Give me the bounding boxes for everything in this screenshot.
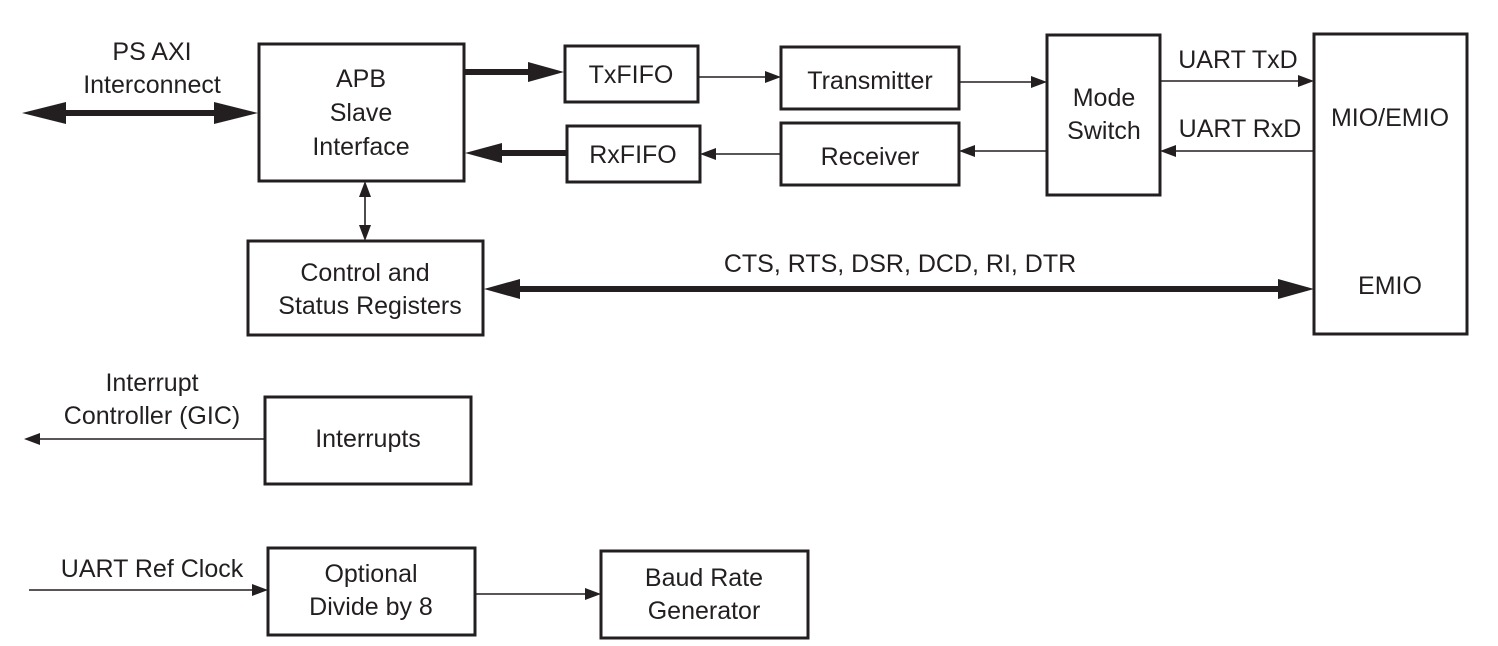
- apb-label-line1: APB: [336, 65, 386, 93]
- rxfifo-block: RxFIFO: [565, 124, 702, 184]
- txfifo-label: TxFIFO: [589, 61, 674, 89]
- gic-label-line1: Interrupt: [105, 369, 198, 397]
- uart-rxd-label: UART RxD: [1179, 115, 1302, 143]
- receiver-label: Receiver: [821, 143, 920, 171]
- gic-label-line2: Controller (GIC): [64, 402, 240, 430]
- control-status-registers-block: Control and Status Registers: [246, 239, 485, 337]
- ps-axi-bidirectional-arrow: [22, 102, 258, 124]
- mio-emio-block: MIO/EMIO EMIO: [1312, 32, 1469, 336]
- apb-slave-interface-block: APB Slave Interface: [257, 42, 466, 183]
- baud-rate-generator-block: Baud Rate Generator: [599, 549, 810, 640]
- mode-switch-label-line2: Switch: [1067, 117, 1141, 145]
- baud-label-line1: Baud Rate: [645, 564, 763, 592]
- ref-clock-arrow: [29, 584, 268, 596]
- optional-divide-block: Optional Divide by 8: [266, 546, 477, 637]
- ref-clock-label: UART Ref Clock: [61, 555, 244, 583]
- divide-label-line2: Divide by 8: [309, 593, 433, 621]
- ps-axi-label-line1: PS AXI: [112, 38, 191, 66]
- transmitter-to-mode-switch-arrow: [959, 76, 1047, 88]
- mio-emio-label: MIO/EMIO: [1331, 104, 1449, 132]
- mode-switch-label-line1: Mode: [1073, 84, 1136, 112]
- csr-label-line1: Control and: [300, 259, 429, 287]
- transmitter-label: Transmitter: [807, 67, 932, 95]
- apb-label-line2: Slave: [330, 99, 393, 127]
- receiver-block: Receiver: [779, 121, 961, 187]
- transmitter-block: Transmitter: [779, 45, 961, 111]
- rxfifo-label: RxFIFO: [589, 141, 677, 169]
- receiver-to-rxfifo-arrow: [700, 148, 781, 160]
- rxfifo-to-apb-arrow: [465, 143, 566, 163]
- csr-label-line2: Status Registers: [278, 292, 461, 320]
- mode-switch-to-receiver-arrow: [959, 145, 1047, 157]
- divide-to-baud-arrow: [475, 588, 601, 600]
- uart-txd-label: UART TxD: [1178, 46, 1297, 74]
- txfifo-block: TxFIFO: [563, 44, 700, 104]
- txfifo-to-transmitter-arrow: [698, 71, 781, 83]
- interrupts-to-gic-arrow: [24, 433, 265, 445]
- ps-axi-label-line2: Interconnect: [83, 71, 221, 99]
- modem-signals-label: CTS, RTS, DSR, DCD, RI, DTR: [724, 250, 1076, 278]
- baud-label-line2: Generator: [648, 597, 761, 625]
- apb-label-line3: Interface: [312, 133, 409, 161]
- interrupts-block: Interrupts: [263, 395, 473, 486]
- interrupts-label: Interrupts: [315, 425, 421, 453]
- mode-switch-block: Mode Switch: [1045, 33, 1162, 197]
- apb-to-txfifo-arrow: [465, 62, 564, 82]
- uart-rxd-arrow: [1160, 145, 1314, 157]
- apb-csr-bidirectional-arrow: [359, 181, 371, 241]
- emio-label: EMIO: [1358, 272, 1422, 300]
- uart-txd-arrow: [1160, 75, 1314, 87]
- modem-signals-bidirectional-arrow: [484, 279, 1314, 299]
- divide-label-line1: Optional: [324, 560, 417, 588]
